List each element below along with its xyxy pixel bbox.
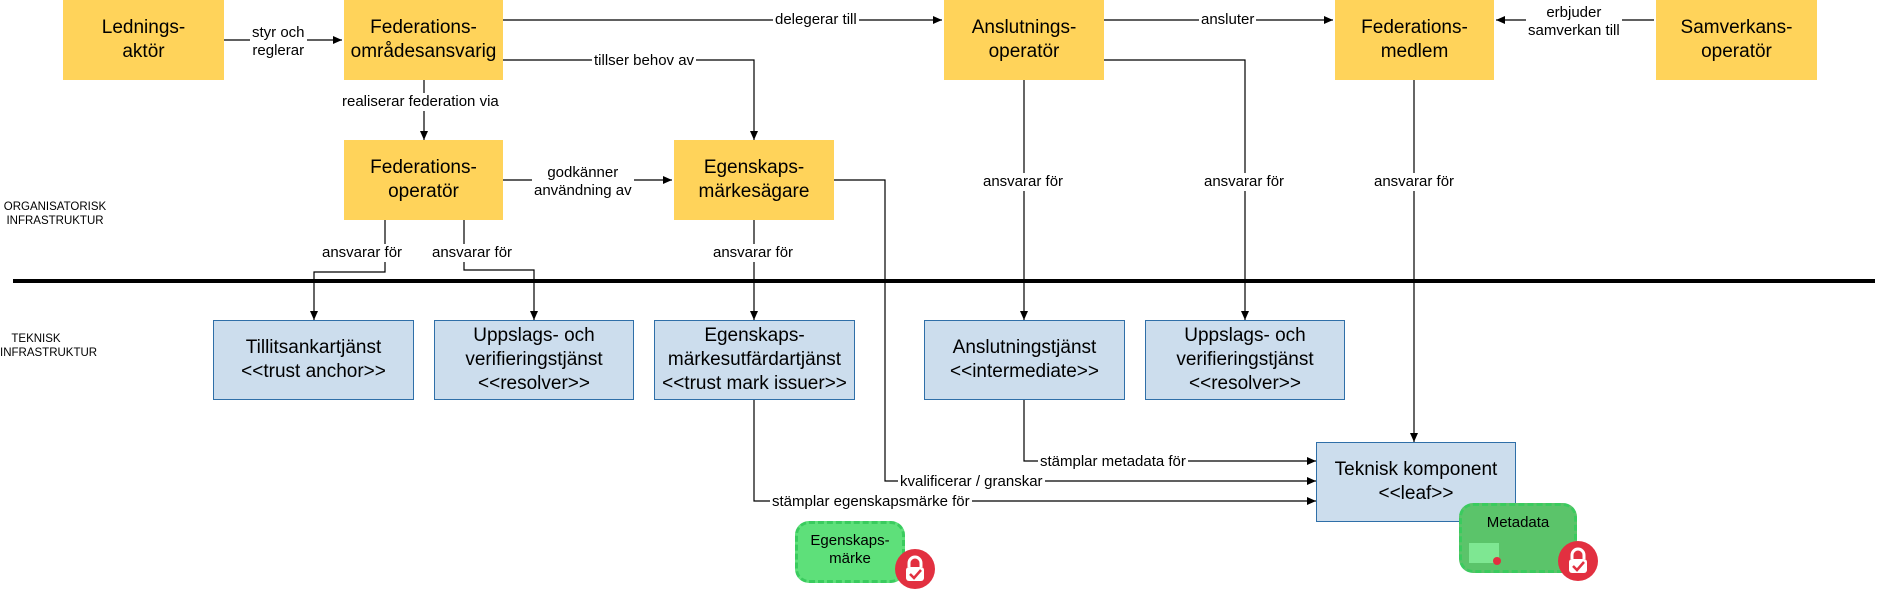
edge-ansvarar5 bbox=[1104, 59, 1249, 320]
node-federationsomradesansvarig: Federations- områdesansvarig bbox=[344, 0, 503, 80]
node-anslutningsoperator: Anslutnings- operatör bbox=[944, 0, 1104, 80]
node-uppslag-2: Uppslags- och verifieringstjänst <<resol… bbox=[1145, 320, 1345, 400]
edge-label-ansvarar-5: ansvarar för bbox=[1202, 173, 1287, 191]
layer-label-tech: TEKNISK INFRASTRUKTUR bbox=[0, 333, 98, 359]
node-anslutningstjanst: Anslutningstjänst <<intermediate>> bbox=[924, 320, 1125, 400]
edge-label-ansvarar-2: ansvarar för bbox=[430, 244, 515, 262]
edge-label-ansluter: ansluter bbox=[1199, 11, 1257, 29]
edge-ansvarar1 bbox=[310, 220, 386, 320]
edge-label-ansvarar-4: ansvarar för bbox=[981, 173, 1066, 191]
metadata-inner-rect bbox=[1469, 543, 1499, 563]
edge-label-tillser: tillser behov av bbox=[592, 52, 697, 70]
edge-kvalificerar bbox=[834, 179, 1316, 485]
edge-label-stamplar-metadata: stämplar metadata för bbox=[1038, 453, 1188, 471]
edge-label-styr: styr och reglerar bbox=[250, 24, 307, 60]
edge-tillser bbox=[503, 59, 758, 140]
edge-label-delegerar: delegerar till bbox=[773, 11, 859, 29]
trust-mark-badge: Egenskaps- märke bbox=[795, 521, 905, 583]
node-teknisk-komponent: Teknisk komponent <<leaf>> bbox=[1316, 442, 1516, 522]
edge-label-ansvarar-6: ansvarar för bbox=[1372, 173, 1457, 191]
node-uppslag-1: Uppslags- och verifieringstjänst <<resol… bbox=[434, 320, 634, 400]
lock-check-icon bbox=[1558, 541, 1598, 581]
edge-label-realiserar: realiserar federation via bbox=[340, 93, 501, 111]
edge-label-ansvarar-3: ansvarar för bbox=[711, 244, 796, 262]
edge-stamplar-metadata bbox=[1023, 400, 1316, 465]
node-federationsoperator: Federations- operatör bbox=[344, 140, 503, 220]
node-tillitsankartjanst: Tillitsankartjänst <<trust anchor>> bbox=[213, 320, 414, 400]
edge-label-ansvarar-1: ansvarar för bbox=[320, 244, 405, 262]
node-egenskapsmarkesagare: Egenskaps- märkesägare bbox=[674, 140, 834, 220]
node-samverkansoperator: Samverkans- operatör bbox=[1656, 0, 1817, 80]
edge-ansvarar2 bbox=[463, 220, 538, 320]
node-federationsmedlem: Federations- medlem bbox=[1335, 0, 1494, 80]
node-egenskapsmarkesutfardartjanst: Egenskaps- märkesutfärdartjänst <<trust … bbox=[654, 320, 855, 400]
node-ledningsaktor: Lednings- aktör bbox=[63, 0, 224, 80]
edge-label-stamplar-egenskap: stämplar egenskapsmärke för bbox=[770, 493, 972, 511]
lock-check-icon bbox=[895, 549, 935, 589]
layer-label-org: ORGANISATORISK INFRASTRUKTUR bbox=[3, 201, 107, 227]
edge-label-godkanner: godkänner användning av bbox=[532, 164, 634, 200]
mini-lock-icon bbox=[1493, 557, 1501, 565]
edge-label-erbjuder: erbjuder samverkan till bbox=[1526, 4, 1622, 40]
edge-label-kvalificerar: kvalificerar / granskar bbox=[898, 473, 1045, 491]
edge-stamplar-egenskap bbox=[753, 400, 1316, 505]
